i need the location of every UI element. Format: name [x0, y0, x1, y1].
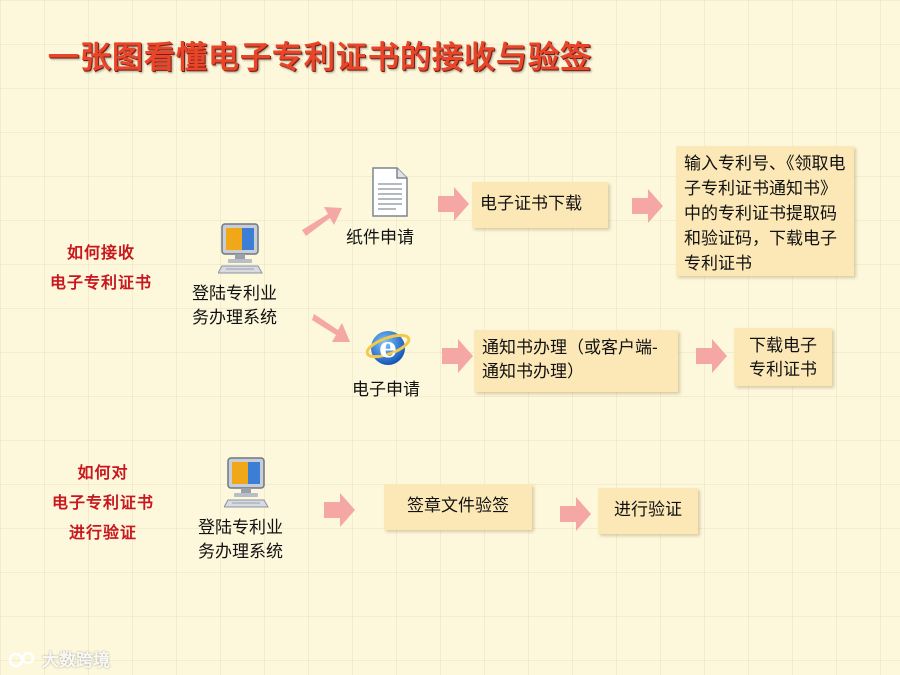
section2-step2-box: 进行验证: [598, 488, 698, 534]
electronic-step2-box: 下载电子专利证书: [734, 328, 832, 386]
arrow-right-icon: [442, 339, 473, 373]
section2-step1-text: 签章文件验签: [407, 496, 509, 516]
arrow-down-right-icon: [312, 314, 350, 342]
electronic-application-caption: 电子申请: [352, 380, 420, 400]
section1-label-line2: 电子专利证书: [49, 273, 152, 292]
paper-step1-text: 电子证书下载: [480, 194, 582, 214]
section2-step1-box: 签章文件验签: [384, 484, 532, 530]
section2-computer-caption-line2: 务办理系统: [198, 542, 283, 562]
section2-label-line2: 电子专利证书: [51, 493, 154, 512]
paper-application-caption: 纸件申请: [346, 228, 414, 248]
arrow-right-icon: [560, 497, 591, 531]
paper-step2-text: 输入专利号、《领取电子专利证书通知书》中的专利证书提取码和验证码，下载电子专利证…: [684, 154, 846, 274]
section2-label: 如何对 电子专利证书 进行验证: [22, 458, 184, 548]
section2-label-line1: 如何对: [77, 463, 129, 482]
watermark-logo-icon: [8, 651, 35, 667]
svg-text:e: e: [379, 331, 397, 364]
electronic-step2-text: 下载电子专利证书: [749, 336, 817, 380]
watermark: 大数跨境: [8, 646, 110, 671]
section2-label-line3: 进行验证: [68, 523, 137, 542]
electronic-step1-text: 通知书办理（或客户端-通知书办理）: [482, 338, 658, 382]
electronic-step1-box: 通知书办理（或客户端-通知书办理）: [474, 330, 678, 392]
computer-icon: [224, 457, 269, 508]
document-icon: [372, 167, 408, 217]
section1-computer-caption-line1: 登陆专利业: [192, 284, 277, 304]
arrow-up-right-icon: [302, 207, 342, 236]
section1-label: 如何接收 电子专利证书: [20, 238, 182, 298]
internet-explorer-icon: e: [366, 331, 411, 365]
arrow-right-icon: [438, 187, 469, 221]
arrow-right-icon: [696, 339, 727, 373]
page-title: 一张图看懂电子专利证书的接收与验签: [48, 40, 592, 76]
computer-icon: [218, 223, 263, 274]
section1-computer-caption-line2: 务办理系统: [192, 308, 277, 328]
paper-step1-box: 电子证书下载: [472, 182, 608, 228]
section2-step2-text: 进行验证: [614, 500, 682, 520]
paper-step2-box: 输入专利号、《领取电子专利证书通知书》中的专利证书提取码和验证码，下载电子专利证…: [676, 146, 854, 276]
section1-computer-caption: 登陆专利业 务办理系统: [192, 282, 302, 330]
section2-computer-caption-line1: 登陆专利业: [198, 518, 283, 538]
section1-label-line1: 如何接收: [66, 243, 135, 262]
arrow-right-icon: [632, 189, 663, 223]
section2-computer-caption: 登陆专利业 务办理系统: [198, 516, 308, 564]
arrow-right-icon: [324, 493, 355, 527]
watermark-text: 大数跨境: [42, 651, 110, 671]
